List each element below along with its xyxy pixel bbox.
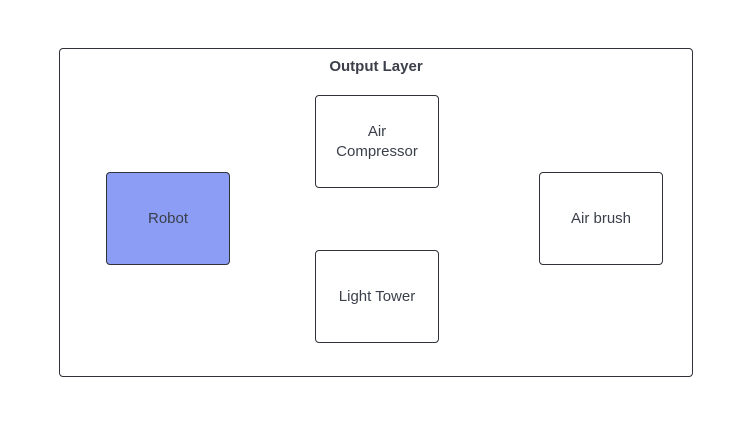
air-compressor-node[interactable]: Air Compressor (315, 95, 439, 188)
output-layer-container: Output Layer Robot Air Compressor Light … (59, 48, 693, 377)
robot-node-label: Robot (147, 209, 189, 227)
air-brush-node[interactable]: Air brush (539, 172, 663, 265)
robot-node[interactable]: Robot (106, 172, 230, 265)
air-compressor-node-label: Air Compressor (336, 122, 418, 160)
output-layer-title: Output Layer (329, 58, 423, 75)
air-brush-node-label: Air brush (570, 209, 632, 227)
light-tower-node-label: Light Tower (338, 287, 416, 305)
light-tower-node[interactable]: Light Tower (315, 250, 439, 343)
